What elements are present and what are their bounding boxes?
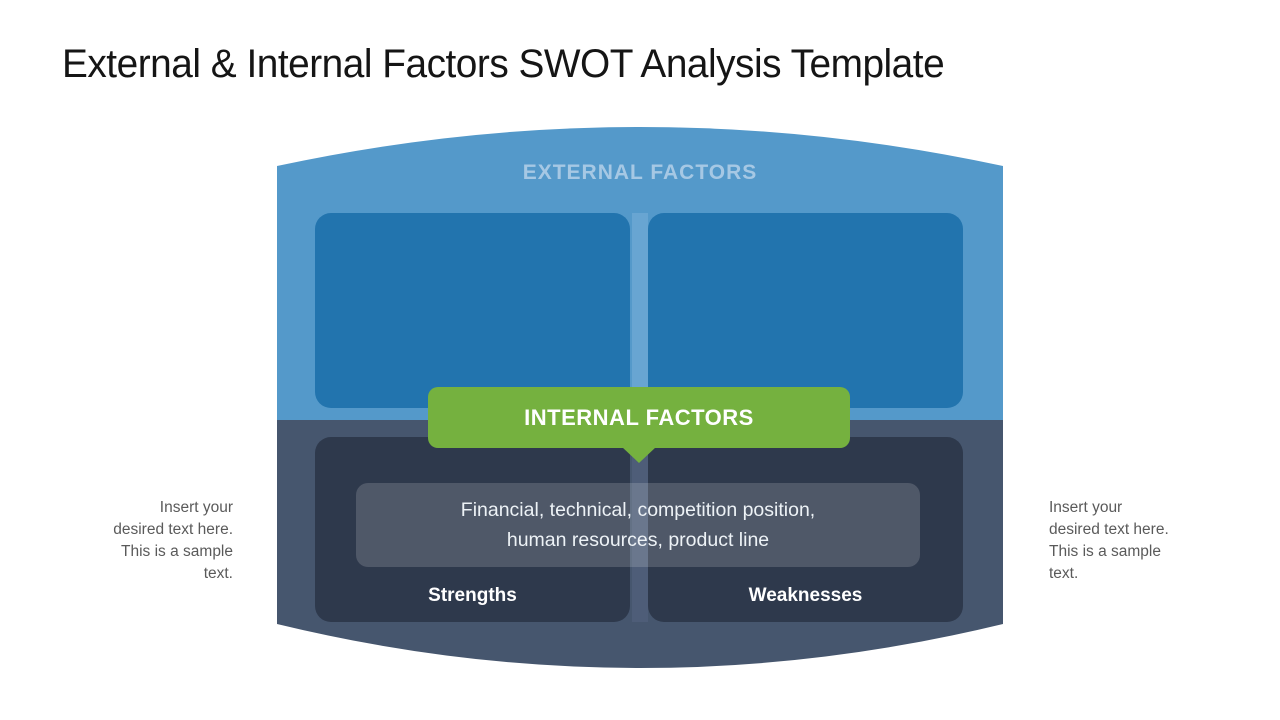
weaknesses-label: Weaknesses (748, 585, 863, 606)
side-note-left: Insert your desired text here. This is a… (105, 497, 233, 585)
banner-tail-pointer (622, 447, 656, 463)
internal-factors-banner: INTERNAL FACTORS (428, 387, 850, 463)
internal-description-box: Financial, technical, competition positi… (356, 483, 920, 567)
weaknesses-card: Weaknesses (648, 437, 963, 622)
slide-title: External & Internal Factors SWOT Analysi… (62, 42, 945, 86)
top-left-card (315, 213, 630, 408)
side-note-right-line-3: This is a sample (1049, 543, 1161, 560)
internal-description-line-2: human resources, product line (506, 529, 770, 551)
vertical-divider-bottom (632, 420, 648, 622)
internal-factors-label: INTERNAL FACTORS (524, 404, 754, 430)
internal-description-line-1: Financial, technical, competition positi… (460, 499, 816, 521)
side-note-left-line-4: text. (203, 565, 233, 582)
vertical-divider-top (632, 213, 648, 420)
side-note-right-line-4: text. (1049, 565, 1079, 582)
top-right-card (648, 213, 963, 408)
side-note-left-line-1: Insert your (159, 499, 233, 516)
side-note-left-line-3: This is a sample (121, 543, 233, 560)
side-note-left-line-2: desired text here. (113, 521, 233, 538)
strengths-label: Strengths (428, 585, 517, 606)
external-factors-label: EXTERNAL FACTORS (522, 161, 758, 184)
side-note-right-line-1: Insert your (1049, 499, 1123, 516)
side-note-right-line-2: desired text here. (1049, 521, 1169, 538)
side-note-right: Insert your desired text here. This is a… (1049, 497, 1209, 585)
strengths-card: Strengths (315, 437, 630, 622)
